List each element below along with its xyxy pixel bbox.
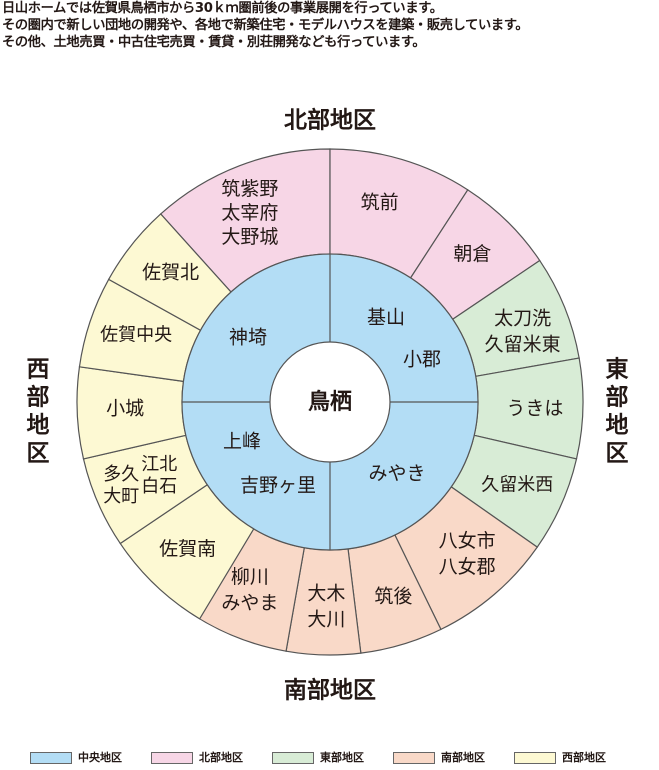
region-title-west-char-1: 西 [27,357,50,383]
intro-line-1: 日山ホームでは佐賀県鳥栖市から30ｋｍ圏前後の事業展開を行っています。 [2,1,443,16]
label-taku-kohoku-a-line-2: 大町 [103,486,139,507]
legend-swatch-west [514,752,556,764]
legend-label-north: 北部地区 [199,751,243,764]
legend-label-south: 南部地区 [441,751,485,764]
region-title-north: 北部地区 [284,107,376,134]
label-chikuzen-line-1: 筑前 [361,192,399,214]
center-circle [269,341,391,463]
label-yanagawa-line-1: 柳川 [231,566,269,588]
region-title-east: 東部地区 [606,357,629,467]
label-tachiarai-line-2: 久留米東 [485,333,561,355]
region-title-east-char-4: 区 [606,441,629,467]
legend-label-east: 東部地区 [320,751,364,764]
label-tachiarai-line-1: 太刀洗 [494,307,551,329]
label-taku-kohoku-b-line-2: 白石 [141,476,177,497]
label-chikugo-line-1: 筑後 [374,585,412,607]
legend-label-west: 西部地区 [562,751,606,764]
intro-text: 日山ホームでは佐賀県鳥栖市から30ｋｍ圏前後の事業展開を行っています。 その圏内… [2,0,659,51]
label-okawa-line-1: 大木 [307,582,345,604]
label-ogi-line-1: 小城 [106,398,144,420]
region-title-south: 南部地区 [284,677,376,704]
central-label-kamimine-line-1: 上峰 [223,431,261,453]
label-chikushino-line-3: 大野城 [221,226,278,248]
central-label-miyaki-line-1: みやき [368,463,425,485]
label-saga-minami-line-1: 佐賀南 [159,538,216,560]
legend-label-central: 中央地区 [78,751,122,764]
legend: 中央地区 北部地区 東部地区 南部地区 西部地区 [0,748,659,770]
label-ukiha-line-1: うきは [506,398,563,420]
legend-swatch-east [272,752,314,764]
label-yame-line-1: 八女市 [439,530,496,552]
label-saga-chuo-line-1: 佐賀中央 [100,324,172,345]
label-saga-kita-line-1: 佐賀北 [142,261,199,283]
region-title-east-char-1: 東 [606,357,629,383]
central-label-yoshinogari-line-1: 吉野ヶ里 [240,475,316,497]
central-label-kiyama-line-1: 基山 [367,307,405,329]
intro-line-3: その他、土地売買・中古住宅売買・賃貸・別荘開発なども行っています。 [2,35,426,50]
label-chikushino-line-2: 太宰府 [221,202,278,224]
label-kurume-nishi-line-1: 久留米西 [481,474,553,495]
label-okawa-line-2: 大川 [307,608,345,630]
label-chikushino-line-1: 筑紫野 [221,178,278,200]
label-taku-kohoku-a-line-1: 多久 [103,464,139,485]
region-title-west-char-2: 部 [27,384,50,411]
region-title-west-char-4: 区 [27,441,50,467]
central-label-ogori-line-1: 小郡 [403,349,441,371]
region-title-east-char-3: 地 [606,413,629,439]
label-taku-kohoku-b-line-1: 江北 [141,454,177,475]
central-label-kanzaki-line-1: 神埼 [229,327,267,349]
legend-swatch-south [393,752,435,764]
legend-swatch-central [30,752,72,764]
label-yanagawa-line-2: みやま [221,592,278,614]
intro-line-2: その圏内で新しい団地の開発や、各地で新築住宅・モデルハウスを建築・販売しています… [2,18,529,33]
center-label: 鳥栖 [308,389,352,415]
legend-swatch-north [151,752,193,764]
region-title-east-char-2: 部 [606,384,629,411]
region-title-west: 西部地区 [27,357,50,467]
label-yame-line-2: 八女郡 [439,556,496,578]
region-title-west-char-3: 地 [27,413,50,439]
label-asakura-line-1: 朝倉 [453,243,491,265]
